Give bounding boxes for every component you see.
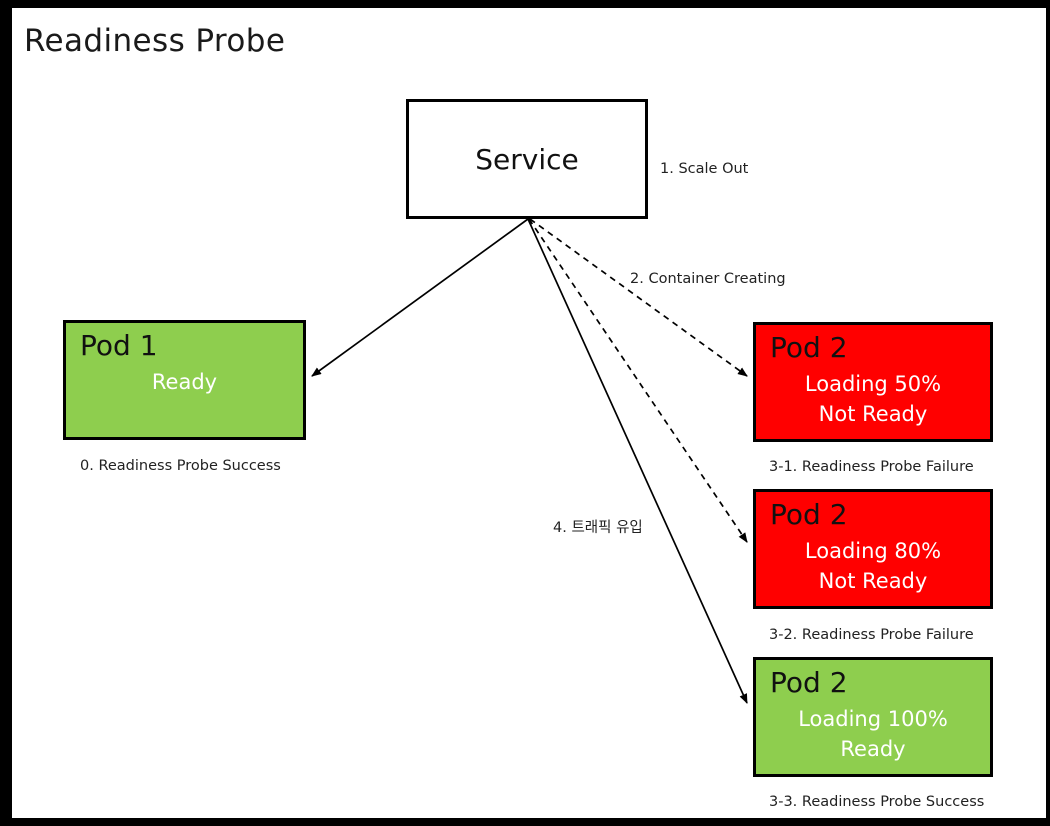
arrow-service-to-pod2a <box>529 218 748 377</box>
pod-status-lines: Loading 50% Not Ready <box>756 369 990 429</box>
arrow-service-to-pod1 <box>311 218 529 377</box>
pod-status-line: Ready <box>151 370 218 394</box>
pod-caption-pod-2c: 3-3. Readiness Probe Success <box>769 794 985 810</box>
pod-status-line: Not Ready <box>818 402 928 426</box>
edge-label-scale-out: 1. Scale Out <box>660 161 749 177</box>
pod-status-lines: Ready <box>66 367 303 397</box>
edge-label-traffic-inflow: 4. 트래픽 유입 <box>553 520 643 536</box>
pod-status-line: Not Ready <box>818 569 928 593</box>
pod-status-line: Loading 80% <box>804 539 942 563</box>
pod-caption-pod-1: 0. Readiness Probe Success <box>80 458 281 474</box>
pod-node-pod-2b[interactable]: Pod 2 Loading 80% Not Ready <box>753 489 993 609</box>
pod-caption-pod-2b: 3-2. Readiness Probe Failure <box>769 627 974 643</box>
service-node-label: Service <box>475 142 579 176</box>
pod-status-lines: Loading 100% Ready <box>756 704 990 764</box>
arrow-service-to-pod2c <box>527 218 748 704</box>
pod-title: Pod 2 <box>770 666 848 699</box>
pod-title: Pod 1 <box>80 329 158 362</box>
pod-title: Pod 2 <box>770 331 848 364</box>
pod-status-line: Ready <box>840 737 906 761</box>
arrow-service-to-pod2b <box>528 218 748 543</box>
diagram-canvas: Readiness Probe Service Pod 1 <box>12 8 1046 818</box>
pod-status-lines: Loading 80% Not Ready <box>756 536 990 596</box>
service-node[interactable]: Service <box>406 99 648 219</box>
pod-status-line: Loading 50% <box>804 372 942 396</box>
pod-node-pod-1[interactable]: Pod 1 Ready <box>63 320 306 440</box>
pod-node-pod-2c[interactable]: Pod 2 Loading 100% Ready <box>753 657 993 777</box>
pod-status-line: Loading 100% <box>798 707 948 731</box>
edge-label-container-creating: 2. Container Creating <box>630 271 786 287</box>
page-title: Readiness Probe <box>24 23 286 59</box>
pod-title: Pod 2 <box>770 498 848 531</box>
pod-caption-pod-2a: 3-1. Readiness Probe Failure <box>769 459 974 475</box>
pod-node-pod-2a[interactable]: Pod 2 Loading 50% Not Ready <box>753 322 993 442</box>
